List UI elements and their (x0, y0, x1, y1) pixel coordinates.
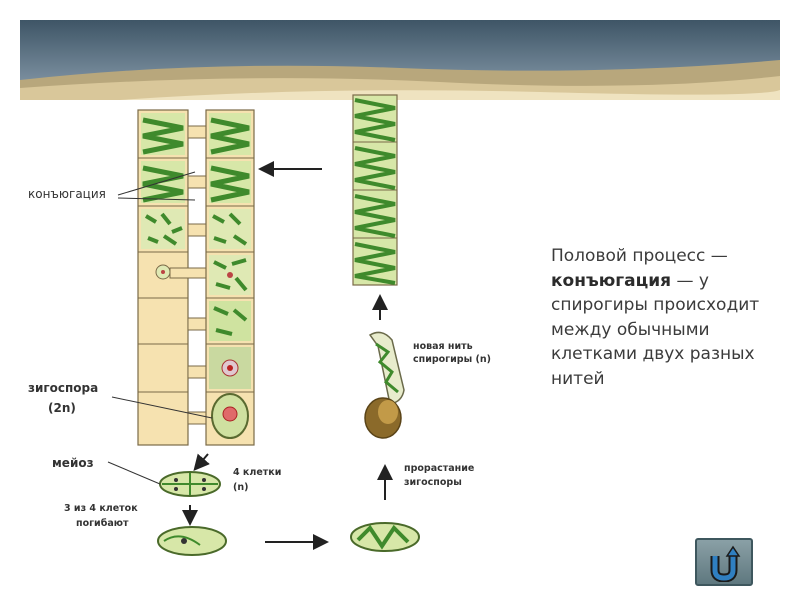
label-new-filament-2: спирогиры (n) (413, 354, 491, 365)
process-arrows (182, 161, 393, 550)
label-three-die-2: погибают (76, 518, 129, 529)
young-filament (364, 331, 405, 439)
meiosis-cell (159, 471, 221, 497)
germinating-zygospore (350, 522, 420, 552)
return-button[interactable] (695, 538, 753, 586)
header-banner (20, 20, 780, 100)
conjugation-tubes (169, 125, 207, 425)
label-zygospore-ploidy: (2n) (48, 401, 76, 415)
slide-text-keyword: конъюгация (551, 270, 672, 291)
label-four-cells-ploidy: (n) (233, 482, 249, 493)
label-three-die: 3 из 4 клеток (64, 503, 138, 514)
label-four-cells: 4 клетки (233, 467, 282, 478)
new-filament (352, 94, 398, 286)
surviving-cell (157, 526, 227, 556)
return-arrow-icon (710, 545, 741, 582)
label-new-filament: новая нить (413, 341, 473, 352)
label-germination-2: зигоспоры (404, 477, 462, 488)
slide-text-start: Половой процесс — (551, 246, 728, 266)
slide-text-end: — у спирогиры происходит между обычными … (551, 270, 760, 389)
label-meiosis: мейоз (52, 456, 94, 470)
label-conjugation: конъюгация (28, 187, 106, 201)
label-pointers (107, 171, 213, 485)
slide-text: Половой процесс — конъюгация — у спироги… (551, 244, 781, 391)
label-germination: прорастание (404, 463, 475, 474)
arrow-to-meiosis (193, 453, 210, 472)
label-zygospore: зигоспора (28, 381, 99, 395)
right-filament (205, 109, 255, 446)
